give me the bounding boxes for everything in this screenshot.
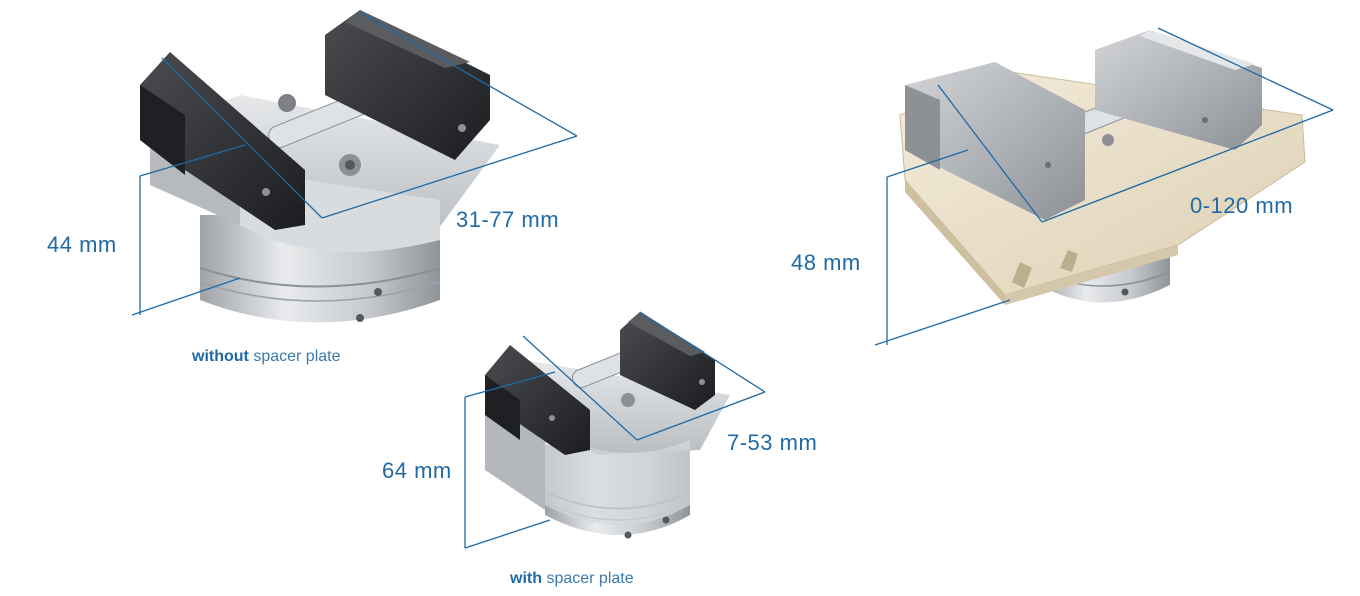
vise-with-spacer-plate (464, 311, 766, 549)
vise-large-plate (874, 27, 1334, 346)
vise1-height-label: 44 mm (47, 232, 117, 257)
caption-without-bold: without (192, 348, 249, 365)
vise2-span-label: 7-53 mm (727, 430, 818, 455)
vise3-height-label: 48 mm (791, 250, 861, 275)
caption-without-spacer-plate: without spacer plate (192, 348, 340, 366)
caption-without-rest: spacer plate (248, 348, 341, 365)
caption-with-bold: with (510, 570, 542, 587)
caption-with-rest: spacer plate (542, 570, 634, 587)
vise-without-spacer-plate (131, 10, 578, 323)
vise1-span-label: 31-77 mm (456, 207, 560, 232)
caption-with-spacer-plate: with spacer plate (510, 570, 634, 588)
vise3-span-label: 0-120 mm (1190, 193, 1294, 218)
vise2-height-label: 64 mm (382, 458, 452, 483)
